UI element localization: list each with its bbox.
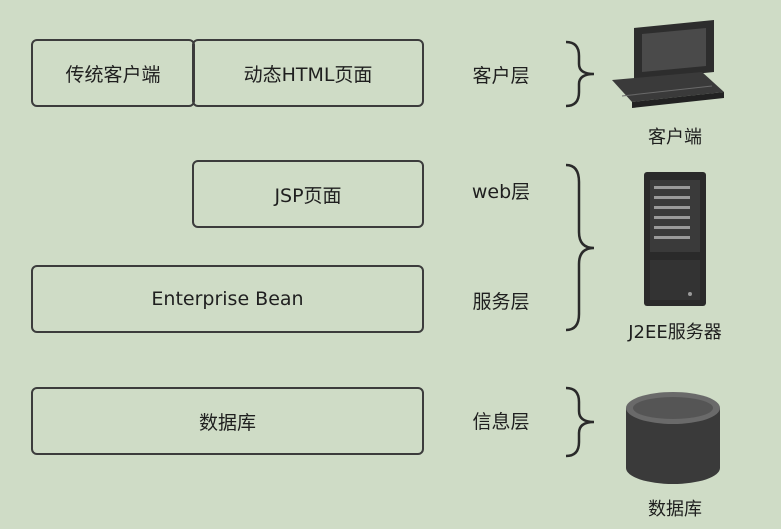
- enterprise-bean-label: Enterprise Bean: [151, 288, 304, 310]
- computer-icon: [612, 20, 724, 108]
- dynamic-html-label: 动态HTML页面: [243, 63, 373, 86]
- client-layer-label: 客户层: [472, 65, 530, 87]
- info-brace: [565, 386, 595, 458]
- traditional-client-label: 传统客户端: [65, 63, 161, 86]
- client-brace: [565, 40, 595, 108]
- jsp-box: JSP页面: [192, 160, 424, 228]
- info-layer-label: 信息层: [472, 411, 530, 433]
- traditional-client-box: 传统客户端: [31, 39, 195, 107]
- dynamic-html-box: 动态HTML页面: [192, 39, 424, 107]
- web-layer-label: web层: [471, 181, 531, 203]
- jsp-label: JSP页面: [274, 184, 342, 207]
- service-layer-label: 服务层: [472, 291, 530, 313]
- database-box: 数据库: [31, 387, 424, 455]
- database-device-label: 数据库: [648, 499, 702, 520]
- client-device-label: 客户端: [648, 127, 702, 148]
- server-icon: [644, 172, 706, 306]
- enterprise-bean-box: Enterprise Bean: [31, 265, 424, 333]
- server-brace: [565, 163, 595, 332]
- database-icon: [626, 392, 720, 484]
- server-device-label: J2EE服务器: [628, 322, 722, 343]
- database-box-label: 数据库: [198, 411, 256, 434]
